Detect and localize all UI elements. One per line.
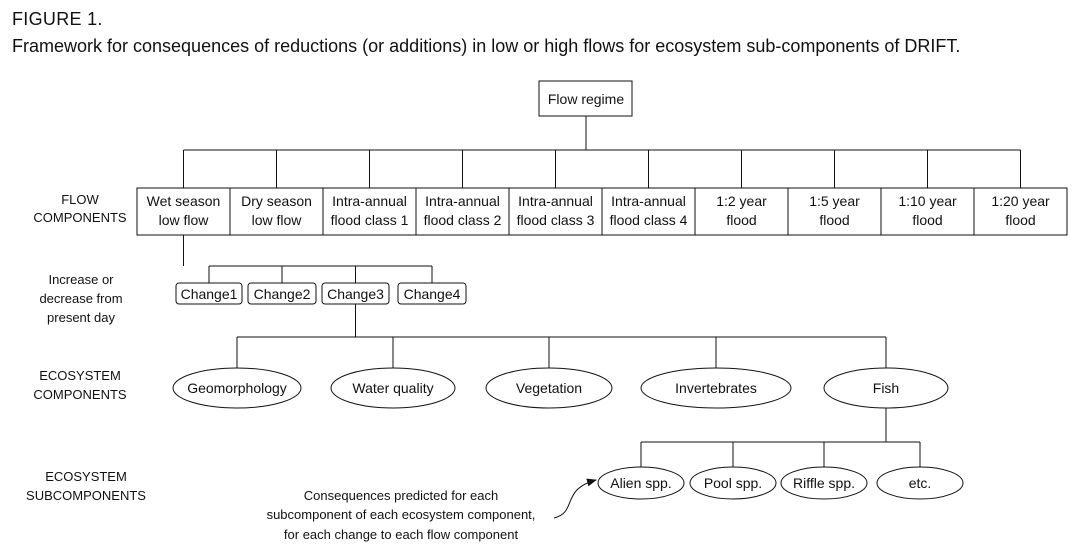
change-label: Change2 [254,286,311,302]
flow-component-label: 1:5 year [809,193,860,209]
subcomponent-ellipse [689,466,777,500]
flow-component-label: flood [726,212,756,228]
subcomponent-label: Pool spp. [704,475,762,491]
change-box [247,282,317,305]
change-label: Change3 [327,286,384,302]
flow-component-label: Intra-annual [611,193,686,209]
root-box [538,80,633,117]
change-box [397,282,467,305]
figure-label: FIGURE 1. [12,9,103,29]
annotation-text: for each change to each flow component [284,527,519,542]
row-label-ecosystem: COMPONENTS [33,387,127,402]
flow-component-label: flood class 4 [610,212,688,228]
change-box [175,282,243,305]
flow-component-label: flood [1005,212,1035,228]
ecosystem-component-ellipse [330,367,456,409]
ecosystem-component-label: Fish [873,380,899,396]
subcomponent-label: Riffle spp. [793,475,855,491]
subcomponent-ellipse [597,466,685,500]
flow-component-label: low flow [252,212,303,228]
flow-component-label: 1:2 year [716,193,767,209]
flow-component-label: flood [819,212,849,228]
flow-component-label: 1:20 year [991,193,1050,209]
row-label-change: decrease from [39,291,122,306]
flow-component-label: low flow [159,212,210,228]
ecosystem-component-ellipse [172,367,302,409]
figure-caption: Framework for consequences of reductions… [12,36,961,56]
change-label: Change1 [181,286,238,302]
ecosystem-component-ellipse [485,367,613,409]
flow-component-label: Intra-annual [518,193,593,209]
flow-component-label: Intra-annual [425,193,500,209]
flow-component-label: flood class 1 [331,212,409,228]
subcomponent-ellipse [780,466,868,500]
flow-component-box [322,187,417,236]
change-label: Change4 [404,286,461,302]
row-label-change: present day [47,310,115,325]
flow-component-label: flood class 2 [424,212,502,228]
row-label-change: Increase or [48,272,114,287]
flow-component-label: Dry season [241,193,312,209]
ecosystem-component-label: Geomorphology [187,380,287,396]
flow-component-label: flood [912,212,942,228]
ecosystem-component-label: Vegetation [516,380,582,396]
flow-component-box [415,187,510,236]
subcomponent-ellipse [876,466,964,500]
flow-component-box [508,187,603,236]
flow-component-box [880,187,975,236]
annotation-text: subcomponent of each ecosystem component… [267,507,536,522]
row-label-subcomponent: ECOSYSTEM [45,469,127,484]
ecosystem-component-label: Water quality [352,380,433,396]
root-label: Flow regime [548,91,624,107]
flow-component-box [136,187,231,236]
flow-component-box [973,187,1068,236]
flow-component-box [787,187,882,236]
ecosystem-component-label: Invertebrates [675,380,757,396]
flow-component-label: flood class 3 [517,212,595,228]
row-label-ecosystem: ECOSYSTEM [39,368,121,383]
row-label-flow: FLOW [61,192,99,207]
annotation-text: Consequences predicted for each [304,488,498,503]
flow-component-label: Wet season [147,193,221,209]
subcomponent-label: etc. [909,475,932,491]
flow-component-box [229,187,324,236]
flow-component-label: Intra-annual [332,193,407,209]
annotation-arrow [553,478,597,519]
flow-component-label: 1:10 year [898,193,957,209]
row-label-subcomponent: SUBCOMPONENTS [26,488,146,503]
flow-component-box [694,187,789,236]
subcomponent-label: Alien spp. [610,475,671,491]
row-label-flow: COMPONENTS [33,210,127,225]
ecosystem-component-ellipse [640,367,792,409]
